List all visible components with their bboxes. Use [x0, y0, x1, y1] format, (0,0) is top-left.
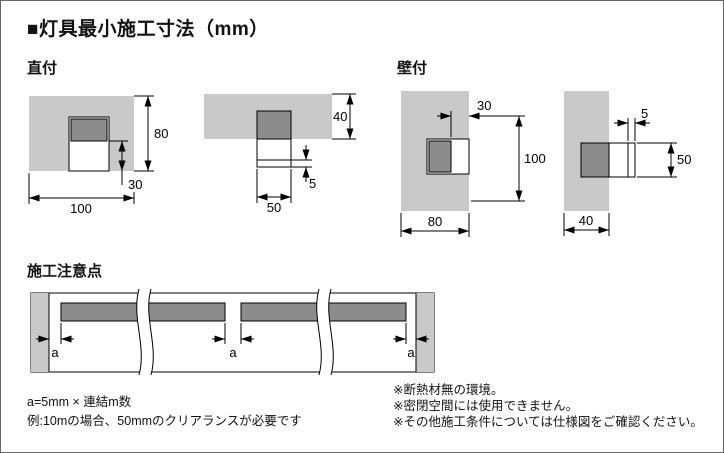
light-fixture: [580, 142, 610, 178]
break-mark-2: [316, 288, 334, 376]
left-end-wall: [31, 293, 49, 372]
diagram-direct-mount-thin-ceiling: 40 5 50: [204, 93, 356, 215]
dim-label-80: 80: [428, 214, 442, 229]
footnote-insulation: ※断熱材無の環境。: [393, 383, 504, 397]
dim-label-40: 40: [333, 109, 347, 124]
dimension-clearance-30: 30: [437, 98, 525, 137]
page-title: ■灯具最小施工寸法（mm）: [27, 19, 269, 40]
dimension-depth-80: 80: [400, 213, 470, 237]
dim-label-a-left: a: [51, 345, 59, 360]
section-label-direct-mount: 直付: [27, 60, 58, 77]
dimension-gap-a-right: a: [393, 323, 429, 360]
dimension-protrusion-5: 5: [614, 106, 650, 141]
dimension-depth-80: 80: [134, 95, 168, 172]
break-mark-1: [136, 288, 154, 376]
dim-label-30: 30: [128, 177, 142, 192]
dim-label-100: 100: [524, 151, 546, 166]
dimension-clearance-30: 30: [109, 140, 142, 192]
dim-label-50: 50: [267, 200, 281, 215]
dim-label-100: 100: [70, 201, 92, 216]
dimension-thickness-40: 40: [563, 213, 610, 236]
diagram-joint-clearance: a a a: [30, 288, 435, 376]
dim-label-a-middle: a: [229, 345, 237, 360]
footnote-spec-drawing: ※その他施工条件については仕様図をご確認ください。: [393, 415, 703, 429]
dimension-thickness-40: 40: [332, 93, 356, 140]
light-fixture: [256, 110, 292, 140]
dim-label-5: 5: [309, 176, 316, 191]
light-fixture: [70, 118, 108, 142]
section-label-caution: 施工注意点: [27, 263, 103, 280]
section-label-wall-mount: 壁付: [397, 60, 428, 77]
dimension-protrusion-5: 5: [291, 145, 316, 191]
fixture-housing: [256, 138, 292, 168]
right-end-wall: [416, 293, 434, 372]
diagram-direct-mount-recessed: 80 30 100: [28, 95, 168, 216]
diagram-wall-mount-thin-wall: 5 50 40: [563, 91, 691, 236]
dimension-opening-50: 50: [256, 169, 292, 215]
diagram-wall-mount-recessed: 30 100 80: [400, 91, 546, 237]
clearance-example: 例:10mの場合、50mmのクリアランスが必要です: [27, 414, 302, 428]
dimension-width-100: 100: [28, 173, 135, 216]
footnote-enclosed-space: ※密閉空間には使用できません。: [393, 399, 579, 413]
dim-label-30: 30: [477, 98, 491, 113]
dimension-gap-a-left: a: [36, 323, 74, 360]
dim-label-50: 50: [677, 152, 691, 167]
dimension-height-100: 100: [471, 116, 546, 202]
clearance-formula: a=5mm × 連結m数: [27, 395, 132, 409]
light-fixture: [428, 140, 452, 173]
dim-label-40: 40: [579, 213, 593, 228]
dim-label-80: 80: [154, 126, 168, 141]
dimension-opening-50: 50: [637, 142, 691, 178]
dim-label-a-right: a: [407, 345, 415, 360]
dimension-gap-a-middle: a: [212, 323, 254, 360]
fixture-housing: [608, 142, 636, 178]
dim-label-5: 5: [641, 106, 648, 121]
